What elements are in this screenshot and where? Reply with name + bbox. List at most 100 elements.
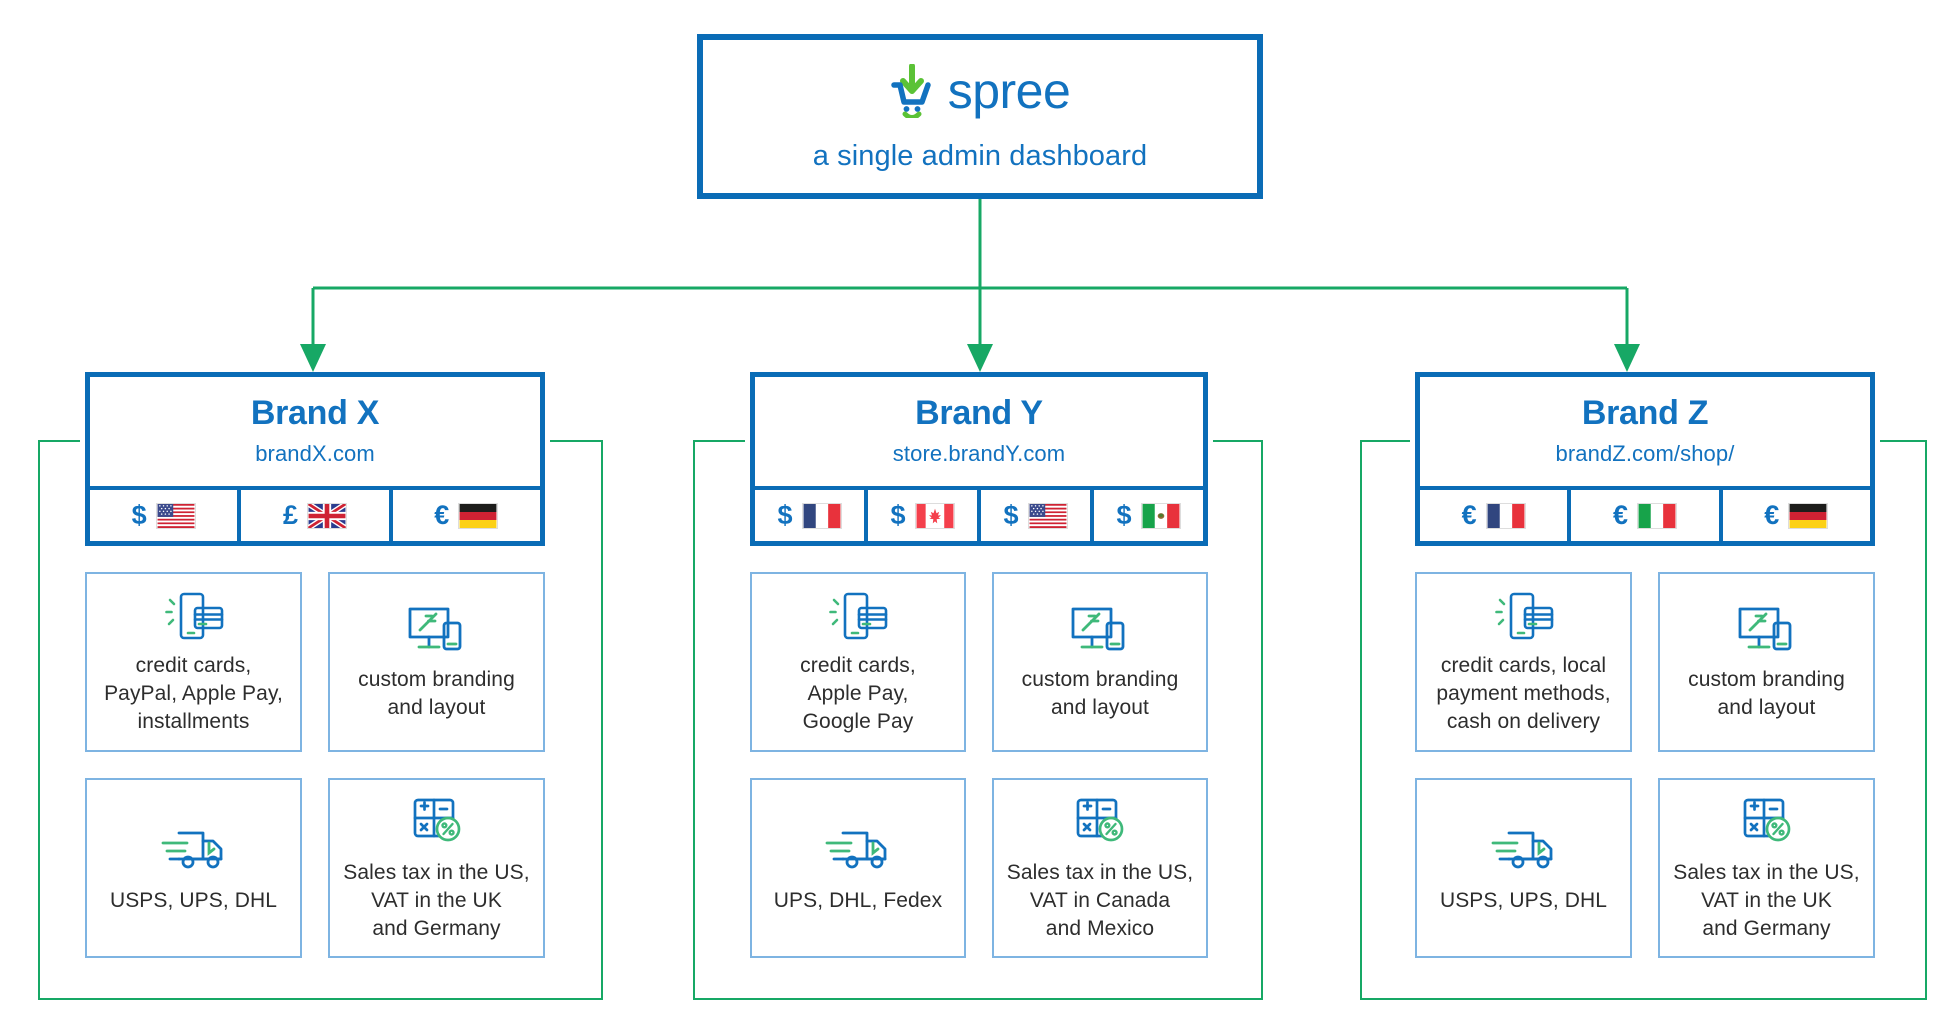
us-flag — [155, 502, 196, 529]
spree-cart-logo-icon — [890, 64, 931, 118]
delivery-truck-icon — [825, 831, 887, 869]
currency-symbol: $ — [777, 500, 793, 530]
feature-card-tax-calculator[interactable]: Sales tax in the US, VAT in the UK and G… — [1658, 778, 1875, 958]
feature-card-payment-card-phone[interactable]: credit cards, PayPal, Apple Pay, install… — [85, 572, 302, 752]
feature-icon-wrap — [825, 588, 891, 644]
feature-row-2: UPS, DHL, Fedex Sales tax in the US, VAT… — [750, 778, 1208, 958]
delivery-truck-icon — [1491, 831, 1552, 869]
root-subtitle: a single admin dashboard — [812, 140, 1148, 172]
fr-flag — [801, 502, 842, 529]
brand-name: Brand Y — [915, 393, 1043, 432]
feature-card-tax-calculator[interactable]: Sales tax in the US, VAT in the UK and G… — [328, 778, 545, 958]
monitor-phone-branding-icon — [1071, 607, 1125, 651]
feature-card-payment-card-phone[interactable]: credit cards, Apple Pay, Google Pay — [750, 572, 966, 752]
feature-label: Sales tax in the US, VAT in Canada and M… — [1006, 861, 1194, 940]
currency-cell-mx[interactable]: $ — [1094, 490, 1203, 541]
feature-icon-wrap — [157, 821, 231, 877]
us-flag — [1027, 502, 1068, 529]
brand-column-x: Brand X brandX.com $ £ € — [85, 372, 545, 958]
mx-flag — [1140, 502, 1181, 529]
currency-cell-ca[interactable]: $ — [868, 490, 981, 541]
delivery-truck-icon — [161, 831, 222, 869]
feature-label: custom branding and layout — [1688, 668, 1845, 719]
feature-card-delivery-truck[interactable]: UPS, DHL, Fedex — [750, 778, 966, 958]
feature-card-payment-card-phone[interactable]: credit cards, local payment methods, cas… — [1415, 572, 1632, 752]
feature-label: USPS, UPS, DHL — [109, 889, 278, 913]
currency-symbol: € — [1612, 500, 1628, 530]
root-node-spree-dashboard: spree a single admin dashboard — [697, 34, 1263, 199]
us-flag — [155, 502, 196, 529]
currency-symbol: $ — [890, 500, 906, 530]
feature-card-monitor-phone-branding[interactable]: custom branding and layout — [328, 572, 545, 752]
currency-symbol: € — [1461, 500, 1477, 530]
monitor-phone-branding-icon — [1738, 607, 1791, 651]
feature-card-delivery-truck[interactable]: USPS, UPS, DHL — [85, 778, 302, 958]
brand-url: store.brandY.com — [892, 441, 1066, 467]
brand-url: brandX.com — [255, 441, 375, 467]
feature-icon-wrap — [1736, 602, 1798, 658]
it-flag — [1637, 502, 1677, 529]
feature-label: credit cards, local payment methods, cas… — [1436, 654, 1611, 733]
feature-icon-wrap — [161, 588, 227, 644]
brand-header-brand-y: Brand Y store.brandY.com — [750, 372, 1208, 490]
feature-label: USPS, UPS, DHL — [1439, 889, 1608, 913]
brand-name: Brand X — [250, 393, 380, 432]
feature-row-2: USPS, UPS, DHL Sales tax in the US, VAT … — [1415, 778, 1875, 958]
feature-card-tax-calculator[interactable]: Sales tax in the US, VAT in Canada and M… — [992, 778, 1208, 958]
feature-label: credit cards, PayPal, Apple Pay, install… — [104, 654, 283, 733]
feature-label: Sales tax in the US, VAT in the UK and G… — [1673, 861, 1860, 940]
feature-icon-wrap — [1491, 588, 1557, 644]
feature-icon-wrap — [1069, 602, 1131, 658]
brand-header-brand-x: Brand X brandX.com — [85, 372, 545, 490]
currency-cell-us[interactable]: $ — [90, 490, 242, 541]
currency-cell-fr[interactable]: $ — [755, 490, 868, 541]
feature-row-1: credit cards, PayPal, Apple Pay, install… — [85, 572, 545, 752]
feature-icon-wrap — [1073, 793, 1127, 849]
tax-calculator-icon — [1076, 799, 1124, 842]
feature-label: custom branding and layout — [358, 668, 515, 719]
fr-flag — [1485, 502, 1526, 529]
currency-cell-it[interactable]: € — [1571, 490, 1723, 541]
currency-cell-de[interactable]: € — [1723, 490, 1870, 541]
currency-cell-uk[interactable]: £ — [241, 490, 393, 541]
fr-flag — [801, 502, 842, 529]
ca-flag — [914, 502, 955, 529]
feature-label: credit cards, Apple Pay, Google Pay — [800, 654, 916, 733]
brand-column-y: Brand Y store.brandY.com $ $ $ $ — [750, 372, 1208, 958]
currency-cell-fr[interactable]: € — [1420, 490, 1572, 541]
tax-calculator-icon — [1743, 799, 1790, 842]
feature-icon-wrap — [410, 793, 464, 849]
feature-icon-wrap — [1740, 793, 1794, 849]
de-flag — [458, 502, 499, 529]
fr-flag — [1485, 502, 1526, 529]
currency-symbol: $ — [1003, 500, 1019, 530]
de-flag — [1788, 502, 1829, 529]
payment-card-phone-icon — [164, 593, 223, 640]
feature-row-1: credit cards, local payment methods, cas… — [1415, 572, 1875, 752]
feature-label: UPS, DHL, Fedex — [773, 889, 943, 913]
currency-symbol: £ — [282, 500, 298, 530]
monitor-phone-branding-icon — [408, 607, 461, 651]
de-flag — [1788, 502, 1829, 529]
brand-url: brandZ.com/shop/ — [1555, 441, 1735, 467]
feature-card-monitor-phone-branding[interactable]: custom branding and layout — [1658, 572, 1875, 752]
currency-cell-de[interactable]: € — [393, 490, 540, 541]
currency-row-brand-x: $ £ € — [85, 490, 545, 546]
currency-symbol: € — [1764, 500, 1780, 530]
uk-flag — [307, 502, 347, 529]
de-flag — [458, 502, 499, 529]
currency-cell-us[interactable]: $ — [981, 490, 1094, 541]
feature-card-delivery-truck[interactable]: USPS, UPS, DHL — [1415, 778, 1632, 958]
ca-flag — [914, 502, 955, 529]
payment-card-phone-icon — [829, 593, 888, 640]
feature-icon-wrap — [1487, 821, 1561, 877]
feature-row-2: USPS, UPS, DHL Sales tax in the US, VAT … — [85, 778, 545, 958]
feature-label: Sales tax in the US, VAT in the UK and G… — [343, 861, 530, 940]
feature-card-monitor-phone-branding[interactable]: custom branding and layout — [992, 572, 1208, 752]
currency-symbol: $ — [1116, 500, 1132, 530]
feature-row-1: credit cards, Apple Pay, Google Pay cust… — [750, 572, 1208, 752]
tax-calculator-icon — [413, 799, 460, 842]
currency-symbol: $ — [131, 500, 147, 530]
